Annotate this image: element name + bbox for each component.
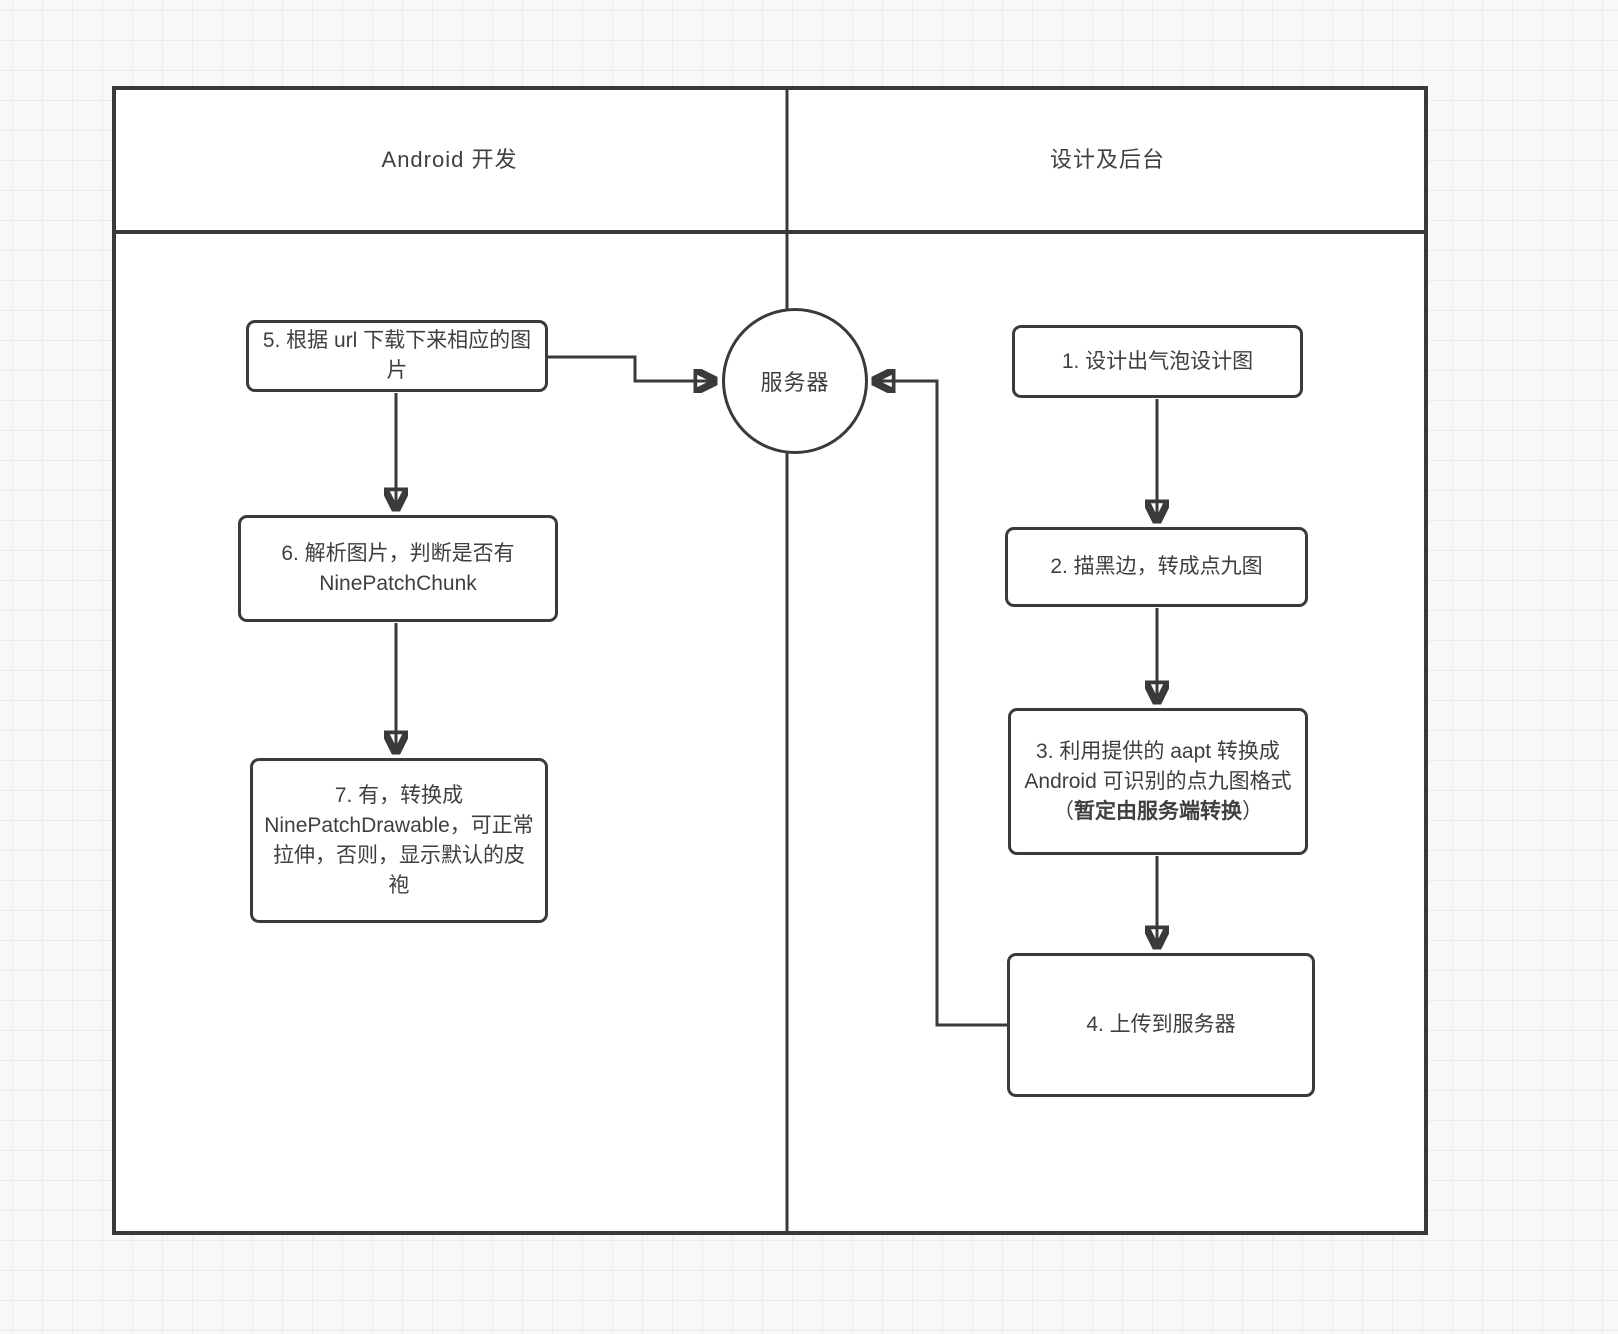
step-5-label: 5. 根据 url 下载下来相应的图片 (262, 329, 532, 382)
step-1-node: 1. 设计出气泡设计图 (1012, 325, 1303, 398)
step-4-node: 4. 上传到服务器 (1007, 953, 1315, 1097)
step-3-label-regular: 3. 利用提供的 aapt 转换成 Android 可识别的点九图格式（ (1024, 739, 1292, 823)
server-node: 服务器 (722, 308, 868, 454)
step-2-node: 2. 描黑边，转成点九图 (1005, 527, 1308, 607)
step-6-node: 6. 解析图片，判断是否有 NinePatchChunk (238, 515, 558, 622)
header-separator (112, 230, 1428, 234)
step-2-label: 2. 描黑边，转成点九图 (1050, 555, 1263, 578)
step-5-node: 5. 根据 url 下载下来相应的图片 (246, 320, 548, 392)
step-4-label: 4. 上传到服务器 (1086, 1013, 1236, 1036)
step-3-label: 3. 利用提供的 aapt 转换成 Android 可识别的点九图格式（暂定由服… (1021, 737, 1295, 827)
lane-header-android: Android 开发 (112, 86, 787, 230)
step-3-node: 3. 利用提供的 aapt 转换成 Android 可识别的点九图格式（暂定由服… (1008, 708, 1308, 855)
step-6-label: 6. 解析图片，判断是否有 NinePatchChunk (281, 541, 515, 595)
step-7-node: 7. 有，转换成 NinePatchDrawable，可正常拉伸，否则，显示默认… (250, 758, 548, 923)
lane-header-android-label: Android 开发 (381, 147, 518, 172)
lane-header-design-label: 设计及后台 (1049, 147, 1165, 172)
step-3-label-bold: 暂定由服务端转换 (1074, 799, 1242, 823)
step-1-label: 1. 设计出气泡设计图 (1061, 349, 1254, 373)
step-3-label-close: ） (1242, 799, 1263, 823)
server-node-label: 服务器 (760, 370, 830, 395)
lane-header-design: 设计及后台 (787, 86, 1428, 230)
step-7-label: 7. 有，转换成 NinePatchDrawable，可正常拉伸，否则，显示默认… (264, 783, 534, 897)
